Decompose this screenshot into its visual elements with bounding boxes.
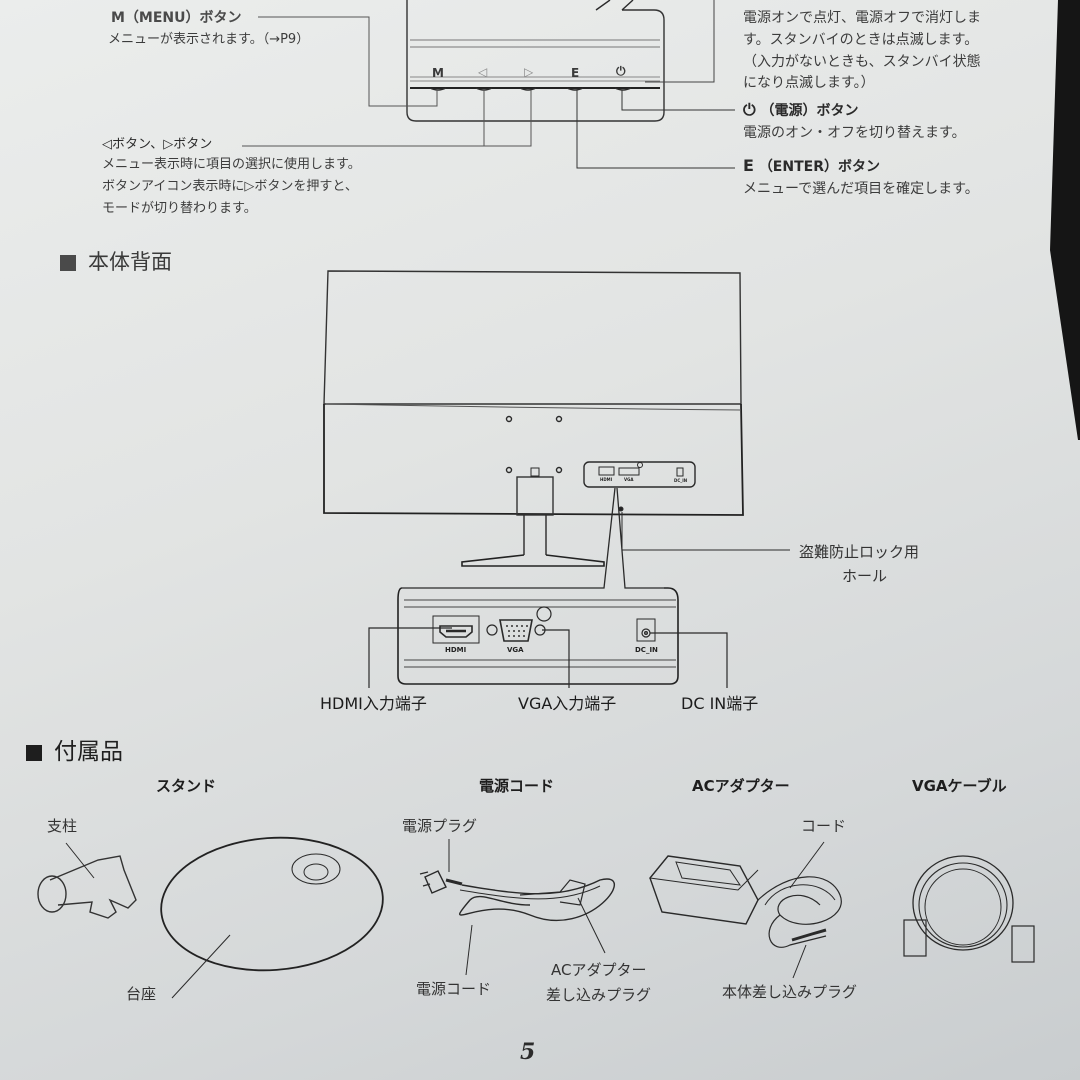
enter-icon: E: [743, 156, 754, 175]
arrow-buttons-desc-1: メニュー表示時に項目の選択に使用します。: [102, 157, 361, 172]
enter-button-glyph: E: [571, 66, 580, 80]
adapter-cord-label: コード: [801, 817, 847, 835]
ac-adapter-plug-label-2: 差し込みプラグ: [546, 986, 652, 1004]
rear-section-title: 本体背面: [88, 250, 172, 274]
right-arrow-icon: ▷: [524, 65, 534, 79]
vga-port-label: VGA: [507, 646, 524, 654]
section-bullet-icon: [60, 254, 76, 271]
power-cord-label: 電源コード: [416, 980, 492, 998]
power-button-desc: 電源のオン・オフを切り替えます。: [743, 125, 966, 141]
power-button-heading: ⏻ （電源）ボタン: [743, 100, 859, 119]
stand-accessory-diagram: [37, 836, 384, 999]
vga-cable-title: VGAケーブル: [912, 777, 1007, 795]
stand-pillar-label: 支柱: [47, 817, 78, 835]
ac-adapter-plug-label-1: ACアダプター: [551, 961, 647, 979]
rear-section-heading: 本体背面: [60, 252, 172, 273]
power-cord-title: 電源コード: [479, 777, 555, 795]
dc-in-port-label: DC_IN: [635, 646, 658, 654]
enter-button-desc: メニューで選んだ項目を確定します。: [743, 181, 979, 197]
power-lamp-desc-4: になり点滅します。）: [743, 75, 875, 91]
lock-hole-label-1: 盗難防止ロック用: [799, 543, 920, 561]
accessories-heading: 付属品: [26, 741, 123, 764]
hdmi-port-label: HDMI: [445, 646, 467, 654]
body-plug-label: 本体差し込みプラグ: [722, 983, 858, 1001]
small-dc-label: DC_IN: [674, 478, 688, 483]
stand-title: スタンド: [156, 777, 217, 795]
menu-button-glyph: M: [432, 66, 444, 80]
enter-button-heading: E （ENTER）ボタン: [743, 156, 880, 175]
control-panel-diagram: [242, 0, 735, 169]
section-bullet-icon: [26, 744, 42, 761]
power-lamp-desc-1: 電源オンで点灯、電源オフで消灯しま: [743, 10, 981, 26]
dc-in-callout: DC IN端子: [681, 694, 759, 713]
enter-button-title: （ENTER）ボタン: [758, 159, 880, 175]
arrow-buttons-title: ◁ボタン、▷ボタン: [102, 137, 213, 152]
hdmi-input-callout: HDMI入力端子: [320, 694, 427, 713]
power-lamp-desc-3: （入力がないときも、スタンバイ状態: [743, 54, 981, 70]
ac-adapter-title: ACアダプター: [692, 777, 790, 795]
vga-cable-diagram: [903, 855, 1035, 963]
power-icon: ⏻: [743, 100, 756, 119]
power-plug-label: 電源プラグ: [402, 817, 478, 835]
stand-base-label: 台座: [126, 985, 157, 1003]
power-button-title: （電源）ボタン: [760, 103, 859, 119]
ac-adapter-diagram: [649, 841, 842, 979]
power-lamp-desc-2: す。スタンバイのときは点滅します。: [743, 32, 979, 48]
accessories-title: 付属品: [54, 739, 123, 765]
arrow-buttons-desc-2: ボタンアイコン表示時に▷ボタンを押すと、: [102, 179, 358, 194]
monitor-rear-diagram: [323, 270, 790, 589]
power-cord-diagram: [419, 839, 615, 976]
port-panel-enlarged: [368, 587, 728, 688]
vga-input-callout: VGA入力端子: [518, 694, 617, 713]
power-icon: ⏻: [616, 64, 626, 78]
menu-button-title: M（MENU）ボタン: [111, 10, 242, 26]
small-hdmi-label: HDMI: [600, 477, 613, 482]
menu-button-desc: メニューが表示されます。（→P9）: [108, 32, 310, 47]
page-number: 5: [520, 1039, 536, 1065]
lock-hole-label-2: ホール: [842, 567, 888, 585]
arrow-buttons-desc-3: モードが切り替わります。: [102, 201, 257, 216]
small-vga-label: VGA: [624, 477, 634, 482]
left-arrow-icon: ◁: [478, 65, 488, 79]
